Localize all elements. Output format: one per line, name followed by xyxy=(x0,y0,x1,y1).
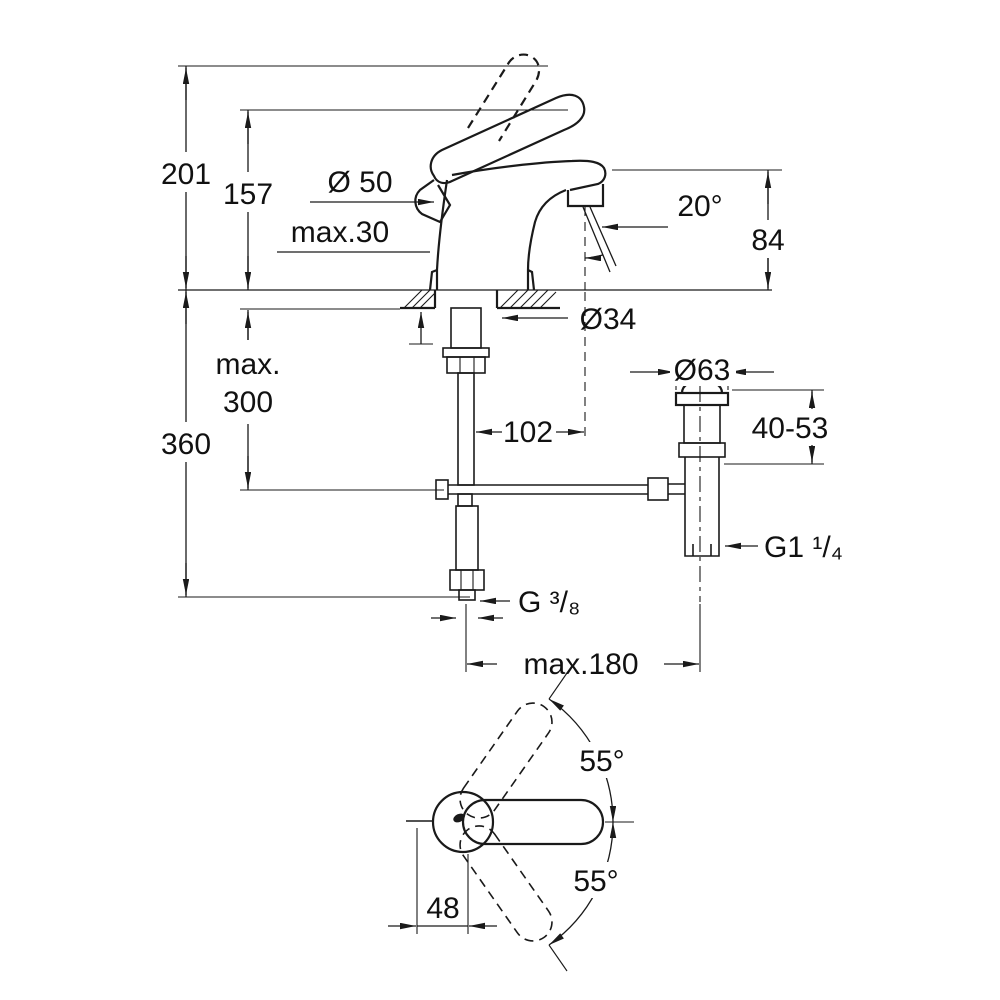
washer xyxy=(442,347,490,358)
dimension-157: 157 xyxy=(220,109,568,290)
dimension-g1-1-4: G1 ¹/₄ xyxy=(725,531,843,564)
stream-line-2 xyxy=(589,206,617,267)
dimension-dia34: Ø34 xyxy=(502,303,636,336)
handle-raised-dashed-outline xyxy=(467,53,541,142)
aerator-outlet xyxy=(566,184,605,208)
dim-360-label: 360 xyxy=(161,428,211,461)
thread-g38-label: G ³/₈ xyxy=(518,586,580,619)
dim-max30-label: max.30 xyxy=(291,216,389,249)
angle-arc-arrow xyxy=(584,254,604,262)
dimension-max180: max.180 xyxy=(465,604,701,681)
water-stream-angle: 20° xyxy=(582,190,723,438)
supply-hose xyxy=(457,372,475,486)
rod-knob xyxy=(647,477,669,501)
thread-g114-label: G1 ¹/₄ xyxy=(764,531,843,564)
stream-line-1 xyxy=(582,206,611,273)
dim-dia63-label: Ø63 xyxy=(674,354,731,387)
handle-swing-lower-dashed xyxy=(459,825,553,942)
faucet-front-view xyxy=(414,53,607,291)
faucet-base-circle xyxy=(431,790,495,854)
dim-157-label: 157 xyxy=(223,178,273,211)
dim-max300-label-1: max. xyxy=(215,348,280,381)
spout-underside-body-right xyxy=(526,188,567,291)
handle-swing-upper-dashed xyxy=(459,702,553,819)
dim-201-label: 201 xyxy=(161,158,211,191)
deck-hatching-left xyxy=(403,289,436,309)
dim-20deg-label: 20° xyxy=(677,190,722,223)
dim-dia50-label: Ø 50 xyxy=(327,166,392,199)
rod-link xyxy=(457,493,473,507)
dimension-40-53: 40-53 xyxy=(724,389,842,465)
threaded-shank xyxy=(450,307,482,349)
dimension-102: 102 xyxy=(476,416,584,449)
supply-nut xyxy=(449,569,485,591)
angle-55-lower-label: 55° xyxy=(573,865,618,898)
dimension-84: 84 xyxy=(612,169,794,290)
dimension-max30: max.30 xyxy=(277,216,433,345)
drain-assembly xyxy=(647,356,730,602)
threaded-stud xyxy=(455,505,479,571)
body-left-edge xyxy=(428,179,449,291)
deck-hatching-right xyxy=(499,289,557,309)
dim-102-label: 102 xyxy=(503,416,553,449)
base-slot-mark xyxy=(453,813,465,823)
dim-max300-label-2: 300 xyxy=(223,386,273,419)
dimension-dia63: Ø63 xyxy=(630,352,774,390)
drain-flange xyxy=(674,391,730,407)
dim-40-53-label: 40-53 xyxy=(752,412,829,445)
dim-dia34-label: Ø34 xyxy=(580,303,637,336)
spout-top-edge xyxy=(451,159,607,192)
dimension-max300: max. 300 xyxy=(206,308,444,491)
bottom-view: 55° 55° 48 xyxy=(388,672,634,972)
dim-84-label: 84 xyxy=(751,224,784,257)
handle-lever-outline xyxy=(429,93,586,185)
angle-55-upper-label: 55° xyxy=(579,745,624,778)
supply-tip xyxy=(458,589,476,601)
mounting-deck xyxy=(178,289,772,310)
mounting-nut xyxy=(446,356,486,374)
dim-48-label: 48 xyxy=(426,892,459,925)
handle-footprint xyxy=(461,798,605,846)
under-deck-hardware xyxy=(435,307,648,601)
dimension-g3-8: G ³/₈ xyxy=(431,586,580,622)
dim-max180-label: max.180 xyxy=(523,648,638,681)
drain-coupling-ring xyxy=(678,442,726,458)
dimension-360: 360 xyxy=(156,290,470,598)
handle-front-tab xyxy=(414,179,452,224)
drain-neck xyxy=(683,404,721,444)
dimension-201: 201 xyxy=(158,65,548,290)
drain-body xyxy=(684,457,720,557)
dimension-dia50: Ø 50 xyxy=(310,166,434,206)
